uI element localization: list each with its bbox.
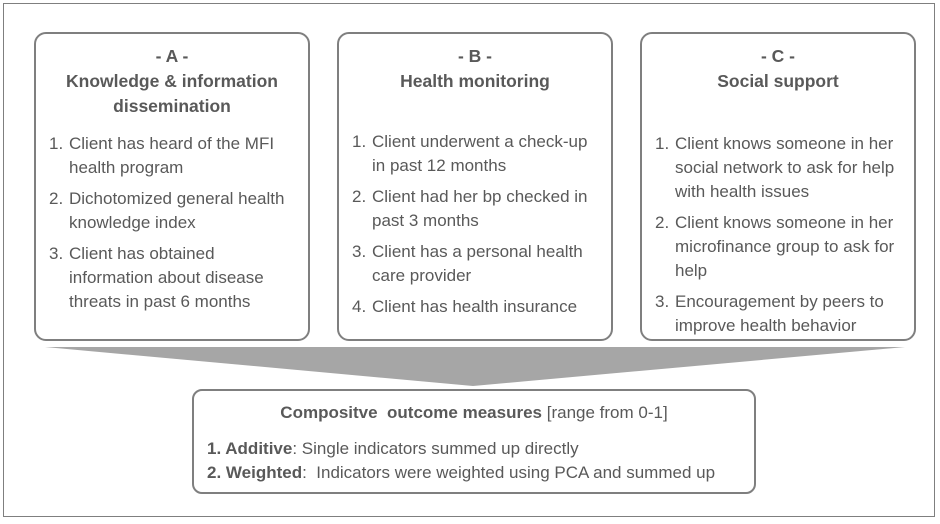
composite-outcome-box: Compositve outcome measures [range from … [192, 389, 756, 494]
measure-label: 1. Additive [207, 439, 293, 458]
category-a-title-line2: dissemination [113, 96, 231, 116]
item-number: 3. [655, 292, 670, 311]
category-c-item: 2. Client knows someone in her microfina… [655, 211, 904, 283]
item-text: Client has obtained information about di… [69, 244, 264, 311]
category-c-letter: - C - [760, 46, 796, 66]
item-number: 1. [49, 134, 64, 153]
category-c-item: 3. Encouragement by peers to improve hea… [655, 290, 904, 338]
measure-text: : Single indicators summed up directly [292, 439, 579, 458]
item-text: Client had her bp checked in past 3 mont… [372, 187, 588, 230]
item-text: Dichotomized general health knowledge in… [69, 189, 285, 232]
category-b-item: 1. Client underwent a check-up in past 1… [352, 130, 601, 178]
category-a-item: 3. Client has obtained information about… [49, 242, 298, 314]
composite-range: [range from 0-1] [546, 403, 668, 422]
item-text: Client knows someone in her social netwo… [675, 134, 895, 201]
item-number: 3. [352, 242, 367, 261]
item-number: 3. [49, 244, 64, 263]
measure-additive: 1. Additive: Single indicators summed up… [194, 437, 754, 461]
category-a-item: 2. Dichotomized general health knowledge… [49, 187, 298, 235]
measure-label: 2. Weighted [207, 463, 303, 482]
category-a-title-line1: Knowledge & information [66, 71, 278, 91]
category-b-letter: - B - [457, 46, 493, 66]
item-text: Client underwent a check-up in past 12 m… [372, 132, 588, 175]
composite-title-text: Compositve outcome measures [280, 403, 542, 422]
figure-frame [3, 3, 935, 517]
item-text: Encouragement by peers to improve health… [675, 292, 884, 335]
category-b-item: 4. Client has health insurance [352, 295, 601, 319]
category-a-letter: - A - [155, 46, 189, 66]
item-number: 2. [352, 187, 367, 206]
item-text: Client has health insurance [372, 297, 578, 316]
item-number: 1. [655, 134, 670, 153]
category-box-c: - C - Social support 1. Client knows som… [640, 32, 916, 341]
category-b-title: Health monitoring [400, 71, 550, 91]
item-number: 1. [352, 132, 367, 151]
item-text: Client knows someone in her microfinance… [675, 213, 895, 280]
category-box-b: - B - Health monitoring 1. Client underw… [337, 32, 613, 341]
measure-weighted: 2. Weighted: Indicators were weighted us… [194, 461, 754, 485]
category-a-item: 1. Client has heard of the MFI health pr… [49, 132, 298, 180]
item-number: 2. [49, 189, 64, 208]
category-c-item: 1. Client knows someone in her social ne… [655, 132, 904, 204]
item-text: Client has heard of the MFI health progr… [69, 134, 275, 177]
measure-text: : Indicators were weighted using PCA and… [302, 463, 716, 482]
item-number: 4. [352, 297, 367, 316]
category-b-item: 2. Client had her bp checked in past 3 m… [352, 185, 601, 233]
item-text: Client has a personal health care provid… [372, 242, 583, 285]
category-box-a: - A - Knowledge & information disseminat… [34, 32, 310, 341]
composite-title: Compositve outcome measures [range from … [194, 401, 754, 425]
item-number: 2. [655, 213, 670, 232]
category-b-item: 3. Client has a personal health care pro… [352, 240, 601, 288]
category-c-title: Social support [717, 71, 839, 91]
